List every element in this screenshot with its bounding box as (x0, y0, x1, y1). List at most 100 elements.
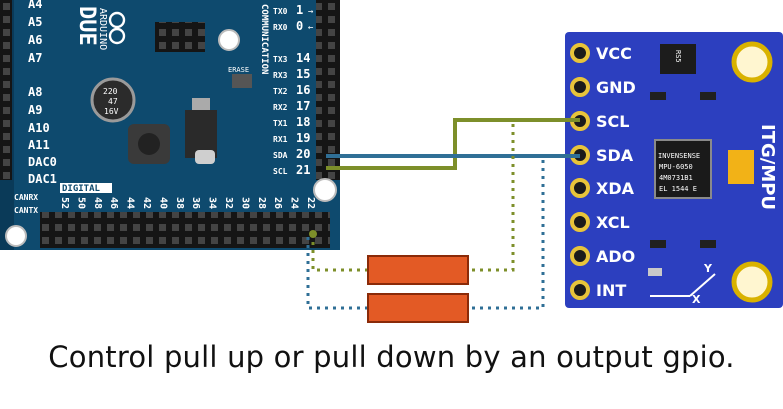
model-label: DUE (74, 6, 99, 46)
digital-pin-number: 32 (223, 197, 234, 209)
module-pin-pad (570, 246, 590, 266)
digital-pin-number: 44 (125, 197, 136, 209)
comm-pin-label: RX1 (273, 135, 288, 144)
scl-wire (326, 118, 580, 170)
resistor-top (367, 255, 469, 285)
module-pin-label: INT (596, 281, 626, 300)
erase-label: ERASE (228, 66, 249, 74)
wires (306, 118, 580, 323)
digital-pin-number: 50 (75, 197, 86, 209)
digital-pin-number: 22 (305, 197, 316, 209)
comm-pin-label: SCL (273, 167, 288, 176)
analog-pin-label: A11 (28, 138, 50, 152)
svg-text:47: 47 (108, 97, 118, 106)
module-pin-label: ADO (596, 247, 635, 266)
erase-button (232, 74, 252, 88)
mounting-hole-right (313, 178, 337, 202)
brand-label: ARDUINO (97, 8, 108, 50)
comm-pin-number: 0 (296, 19, 303, 33)
comm-pin-number: 15 (296, 67, 310, 81)
comm-pin-number: 17 (296, 99, 310, 113)
module-hole-bottom (731, 261, 773, 303)
module-pin-pad (570, 280, 590, 300)
digital-pin-number: 24 (289, 197, 300, 209)
module-pin-label: VCC (596, 44, 632, 63)
analog-header (0, 0, 12, 180)
svg-text:4M0731B1: 4M0731B1 (659, 174, 693, 182)
svg-text:RS5: RS5 (674, 50, 682, 63)
module-pin-label: XCL (596, 213, 630, 232)
module-pin-label: XDA (596, 179, 635, 198)
tantalum-cap (728, 150, 754, 184)
module-pin-pad (570, 178, 590, 198)
comm-pin-label: TX1 (273, 119, 288, 128)
analog-pin-label: A8 (28, 85, 42, 99)
analog-pin-label: DAC1 (28, 172, 57, 186)
digital-pin-number: 42 (141, 197, 152, 209)
pull-wire-olive-left (311, 234, 368, 272)
digital-pin-number: 34 (207, 197, 218, 209)
digital-pin-number: 38 (174, 197, 185, 209)
comm-header-label: COMMUNICATION (259, 4, 269, 74)
mpu6050-chip: INVENSENSE MPU-6050 4M0731B1 EL 1544 E (654, 139, 712, 199)
analog-pin-label: CANTX (14, 206, 38, 215)
digital-pin-number: 30 (239, 197, 250, 209)
analog-pin-label: A9 (28, 103, 42, 117)
comm-header (316, 0, 340, 180)
digital-pin-number: 28 (256, 197, 267, 209)
analog-pin-label: A10 (28, 121, 50, 135)
module-pin-pad (570, 77, 590, 97)
svg-text:INVENSENSE: INVENSENSE (658, 152, 700, 160)
svg-text:16V: 16V (104, 107, 119, 116)
svg-text:MPU-6050: MPU-6050 (659, 163, 693, 171)
analog-pin-label: DAC0 (28, 155, 57, 169)
comm-pin-label: TX3 (273, 55, 288, 64)
comm-pin-number: 20 (296, 147, 310, 161)
digital-pin-number: 26 (272, 197, 283, 209)
digital-pin-number: 36 (190, 197, 201, 209)
svg-text:Y: Y (703, 262, 713, 275)
arduino-logo (108, 11, 126, 45)
arduino-due-board: 220 47 16V ERASE ARDUINO DUE A4A5A6A7A8A… (0, 0, 340, 250)
comm-pin-number: 16 (296, 83, 310, 97)
mounting-hole-left (5, 225, 27, 247)
module-hole-top (731, 41, 773, 83)
analog-pin-label: A7 (28, 51, 42, 65)
svg-text:EL 1544 E: EL 1544 E (659, 185, 697, 193)
spi-header (155, 22, 205, 52)
module-pin-label: SDA (596, 146, 634, 165)
comm-pin-label: RX3 (273, 71, 288, 80)
comm-pin-label: TX2 (273, 87, 288, 96)
digital-pin-number: 40 (157, 197, 168, 209)
svg-text:X: X (692, 293, 701, 306)
module-pin-pad (570, 212, 590, 232)
comm-pin-number: 19 (296, 131, 310, 145)
comm-pin-number: 1 (296, 3, 303, 17)
comm-pin-label: RX2 (273, 103, 288, 112)
comm-pin-label: TX0 (273, 7, 288, 16)
svg-text:←: ← (308, 23, 314, 33)
comm-pin-number: 14 (296, 51, 310, 65)
analog-pin-label: A5 (28, 15, 42, 29)
digital-pin-number: 48 (92, 197, 103, 209)
comm-pin-label: RX0 (273, 23, 288, 32)
comm-pin-number: 21 (296, 163, 310, 177)
crystal (195, 150, 215, 164)
module-pin-label: SCL (596, 112, 629, 131)
comm-pin-number: 18 (296, 115, 310, 129)
capacitor: 220 47 16V (90, 77, 136, 123)
digital-label: DIGITAL (62, 184, 101, 194)
svg-text:→: → (308, 7, 314, 17)
analog-pin-label: A4 (28, 0, 42, 11)
digital-header (40, 212, 330, 248)
comm-pin-label: SDA (273, 151, 288, 160)
svg-text:220: 220 (103, 87, 118, 96)
pull-wire-olive (470, 124, 515, 272)
module-title: ITG/MPU (757, 124, 778, 210)
digital-pin-number: 46 (108, 197, 119, 209)
